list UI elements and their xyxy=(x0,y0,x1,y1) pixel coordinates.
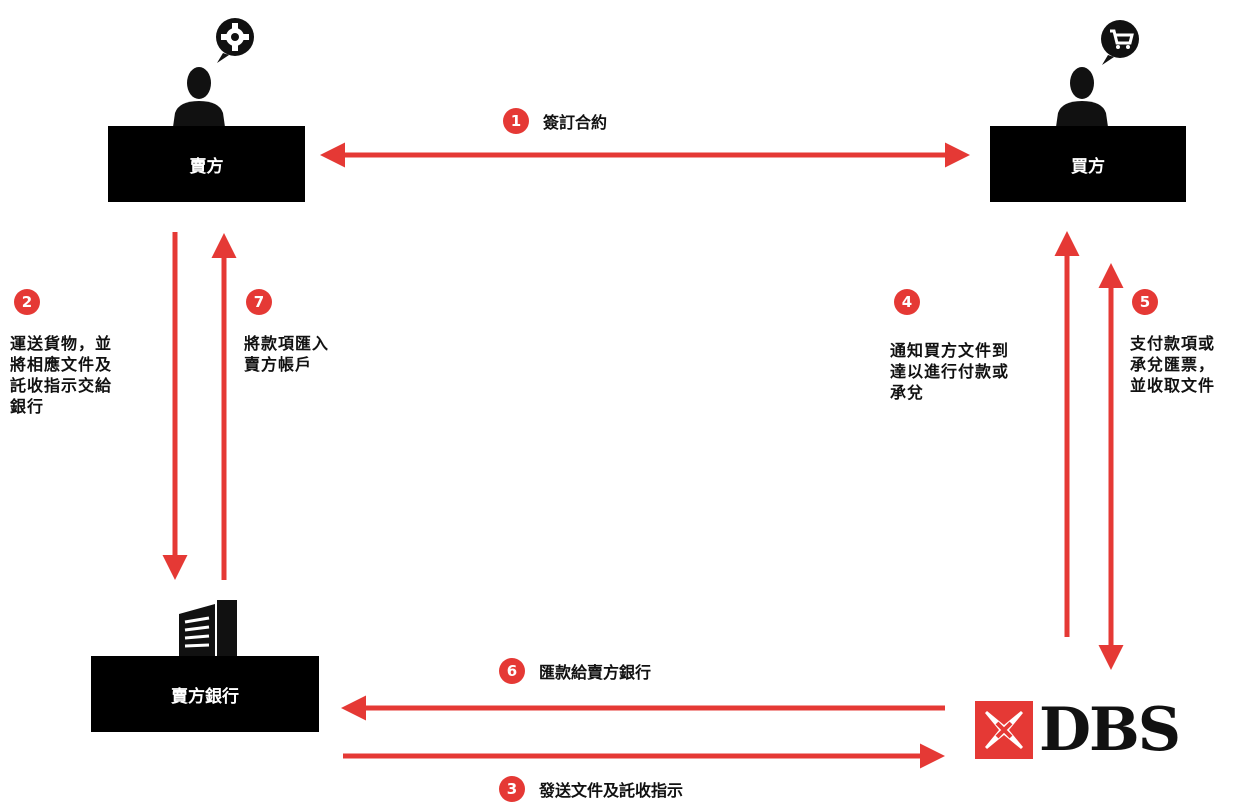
building-icon xyxy=(179,600,237,658)
dbs-logo: DBS xyxy=(975,695,1181,765)
step-4-badge: 4 xyxy=(894,289,920,315)
step-label: 簽訂合約 xyxy=(543,113,608,132)
step-7-text: 將款項匯入 賣方帳戶 xyxy=(244,334,330,374)
step-label: 匯款給賣方銀行 xyxy=(539,663,652,682)
dbs-logo-icon xyxy=(975,701,1033,759)
step-badge: 1 xyxy=(503,108,529,134)
gear-icon xyxy=(216,18,254,63)
dbs-brand-text: DBS xyxy=(1039,695,1181,765)
step-6: 6 匯款給賣方銀行 xyxy=(499,658,651,684)
cart-icon xyxy=(1101,20,1139,65)
seller-box: 賣方 xyxy=(108,126,305,202)
step-badge: 6 xyxy=(499,658,525,684)
step-3: 3 發送文件及託收指示 xyxy=(499,776,683,802)
step-2-badge: 2 xyxy=(14,289,40,315)
step-2-text: 運送貨物，並 將相應文件及 託收指示交給 銀行 xyxy=(10,334,113,416)
buyer-person-icon xyxy=(1056,20,1139,127)
seller-label: 賣方 xyxy=(189,156,224,177)
step-5-text: 支付款項或 承兌匯票， 並收取文件 xyxy=(1130,334,1216,395)
step-1: 1 簽訂合約 xyxy=(503,108,607,134)
seller-bank-box: 賣方銀行 xyxy=(91,656,319,732)
step-7-badge: 7 xyxy=(246,289,272,315)
step-5-badge: 5 xyxy=(1132,289,1158,315)
step-4-text: 通知買方文件到 達以進行付款或 承兌 xyxy=(890,341,1010,402)
seller-person-icon xyxy=(173,18,254,127)
seller-bank-label: 賣方銀行 xyxy=(171,686,239,707)
step-badge: 3 xyxy=(499,776,525,802)
step-label: 發送文件及託收指示 xyxy=(539,781,684,800)
buyer-label: 買方 xyxy=(1071,156,1105,177)
buyer-box: 買方 xyxy=(990,126,1186,202)
